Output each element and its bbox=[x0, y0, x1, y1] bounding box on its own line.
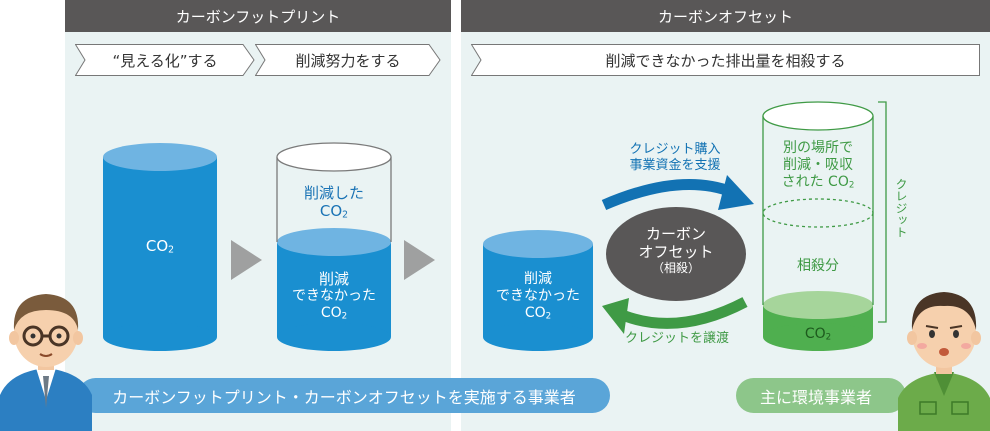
credit-transfer-label: クレジットを譲渡 bbox=[624, 331, 729, 346]
credit-purchase-label: クレジット購入 事業資金を支援 bbox=[629, 142, 721, 173]
step-reduce: 削減努力をする bbox=[255, 44, 441, 76]
cylinder-reduced bbox=[276, 142, 392, 351]
unreduced-co2-label-2: 削減 できなかった CO2 bbox=[496, 271, 580, 321]
reduced-co2-label: 削減した CO2 bbox=[303, 184, 364, 221]
cylinder-offset-credit bbox=[762, 101, 874, 351]
unreduced-co2-label-1: 削減 できなかった CO2 bbox=[292, 270, 376, 322]
step-visualize: “見える化”する bbox=[75, 44, 255, 76]
step-visualize-label: “見える化”する bbox=[112, 51, 218, 70]
step-arrow-shape bbox=[255, 44, 441, 76]
step-offset-label: 削減できなかった排出量を相殺する bbox=[605, 51, 846, 70]
step-reduce-label: 削減努力をする bbox=[295, 51, 401, 70]
arrow-credit-transfer bbox=[602, 297, 748, 334]
arrow-credit-purchase bbox=[601, 175, 754, 211]
footprint-panel: カーボンフットプリント “見える化”する 削減努力をする bbox=[65, 0, 451, 431]
offset-panel: カーボンオフセット 削減できなかった排出量を相殺する bbox=[461, 0, 990, 431]
gray-arrow-1 bbox=[231, 240, 262, 280]
footprint-title: カーボンフットプリント bbox=[65, 0, 451, 32]
offset-circle bbox=[606, 207, 746, 301]
environmental-operator-label: 主に環境事業者 bbox=[759, 387, 872, 407]
gray-arrow-2 bbox=[404, 240, 435, 280]
offset-title: カーボンオフセット bbox=[461, 0, 990, 32]
offset-reduced-label: 別の場所で 削減・吸収 された CO2 bbox=[781, 140, 855, 190]
credit-bracket-label: クレジット bbox=[894, 178, 908, 238]
step-arrow-shape bbox=[75, 44, 255, 76]
cylinder-unreduced bbox=[483, 230, 593, 351]
step-arrow-shape bbox=[471, 44, 980, 76]
pill-left-shape bbox=[78, 378, 610, 413]
offset-co2-label: CO2 bbox=[804, 326, 832, 343]
credit-bracket bbox=[878, 101, 887, 323]
businessman-illustration bbox=[0, 294, 92, 431]
offset-circle-label: カーボン オフセット （相殺） bbox=[638, 225, 714, 275]
worker-illustration bbox=[898, 292, 990, 431]
business-operator-label: カーボンフットプリント・カーボンオフセットを実施する事業者 bbox=[112, 387, 576, 407]
pill-right-shape bbox=[736, 378, 906, 413]
step-offset: 削減できなかった排出量を相殺する bbox=[471, 44, 980, 76]
cylinder-full-label: CO2 bbox=[145, 237, 175, 256]
cylinder-full-co2 bbox=[103, 143, 217, 351]
offset-amount-label: 相殺分 bbox=[797, 258, 839, 274]
